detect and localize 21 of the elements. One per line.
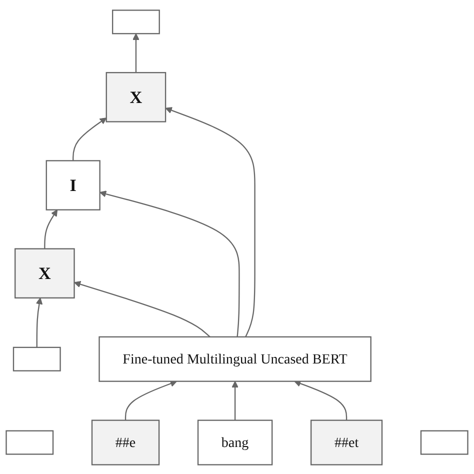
arrow: [36, 297, 43, 347]
arrow: [100, 190, 240, 336]
arrow: [44, 209, 58, 248]
node-box: ##et: [310, 419, 383, 465]
node-box: [112, 9, 160, 34]
arrow: [132, 32, 140, 72]
arrow: [165, 106, 256, 337]
node-box: [6, 430, 54, 454]
arrow: [72, 117, 107, 160]
arrow: [294, 380, 348, 420]
arrow: [124, 380, 178, 420]
node-box: [12, 346, 61, 371]
arrow: [232, 380, 238, 420]
arrow: [74, 280, 210, 337]
node-box: I: [46, 160, 100, 210]
node-box: bang: [197, 419, 273, 465]
node-box: X: [106, 72, 166, 122]
node-box: Fine-tuned Multilingual Uncased BERT: [98, 336, 372, 382]
node-box: ##e: [91, 419, 160, 465]
node-box: [420, 430, 468, 454]
node-box: X: [14, 248, 75, 298]
